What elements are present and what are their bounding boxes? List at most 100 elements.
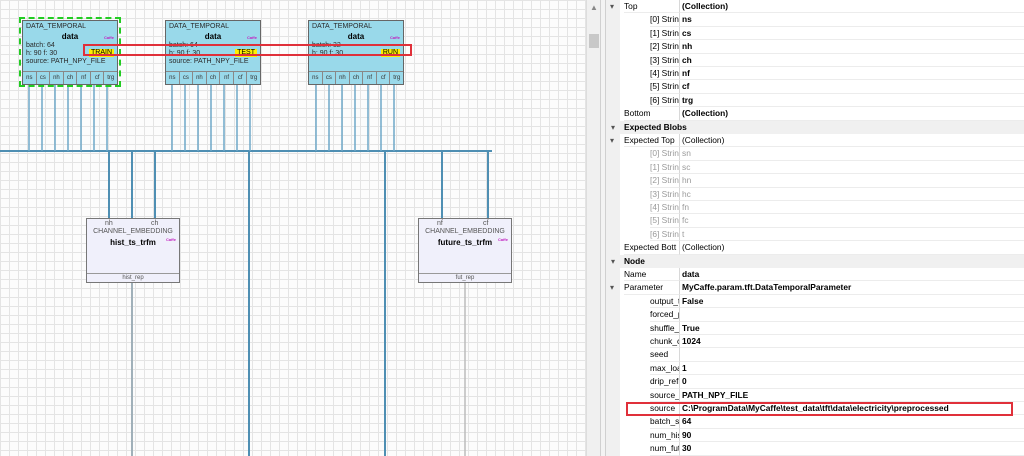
canvas-vertical-scrollbar[interactable]: ▲ [586,0,600,456]
property-value[interactable]: (Collection) [679,134,1024,148]
property-value[interactable]: 30 [679,442,1024,456]
property-row[interactable]: shuffle_dTrue [606,321,1024,335]
expand-toggle-icon[interactable]: ▾ [606,254,620,268]
top-blob[interactable]: nh [336,72,350,84]
property-row[interactable]: max_load1 [606,361,1024,376]
expand-toggle-icon[interactable] [606,0,620,14]
top-blob[interactable]: cf [234,72,248,84]
property-row[interactable]: [6] Stringtrg [606,93,1024,108]
property-value[interactable]: data [679,268,1024,282]
property-value[interactable]: hc [679,187,1024,201]
property-row[interactable]: [5] Stringcf [606,80,1024,94]
property-row[interactable]: num_futu30 [606,442,1024,456]
property-row[interactable]: [1] Stringcs [606,26,1024,41]
property-value[interactable]: MyCaffe.param.tft.DataTemporalParameter [679,281,1024,295]
expand-toggle-icon[interactable]: ▾ [610,283,615,293]
top-blob[interactable]: trg [250,75,258,81]
property-row[interactable]: [4] Stringnf [606,67,1024,81]
top-blob[interactable]: ns [166,72,180,84]
panel-splitter[interactable] [600,0,606,456]
property-row[interactable]: chunk_cc1024 [606,335,1024,349]
property-value[interactable]: (Collection) [679,241,1024,255]
top-blob[interactable]: nh [193,72,207,84]
property-value[interactable]: 90 [679,428,1024,443]
scroll-up-icon[interactable]: ▲ [590,3,598,12]
top-blob[interactable]: nf [220,72,234,84]
property-row[interactable]: [4] Stringfn [606,201,1024,215]
property-row[interactable]: Bottom(Collection) [606,107,1024,121]
property-value[interactable]: 0 [679,375,1024,389]
property-row[interactable]: drip_refre0 [606,375,1024,389]
property-category[interactable]: ▾Expected Blobs [606,120,1024,134]
property-row[interactable]: [0] Stringsn [606,147,1024,161]
property-value[interactable]: sn [679,147,1024,161]
property-row[interactable]: [6] Stringt [606,227,1024,242]
top-blob[interactable]: cs [37,72,51,84]
property-category[interactable]: ▾Node [606,254,1024,268]
property-row[interactable]: [1] Stringsc [606,160,1024,175]
property-row[interactable]: num_hist90 [606,428,1024,443]
top-blob[interactable]: ns [23,72,37,84]
property-row[interactable]: Expected Bott(Collection) [606,241,1024,255]
top-blob[interactable]: ch [64,72,78,84]
top-blob[interactable]: cf [91,72,105,84]
top-blob[interactable]: trg [107,75,115,81]
property-value[interactable]: ns [679,13,1024,27]
expand-toggle-icon[interactable] [606,134,620,148]
property-value[interactable]: hn [679,174,1024,188]
embedding-layer-future[interactable]: nf cf CHANNEL_EMBEDDING Caffe future_ts_… [418,218,512,283]
property-value[interactable]: 1 [679,361,1024,376]
property-row[interactable]: ▾Top(Collection) [606,0,1024,14]
property-value[interactable]: fc [679,214,1024,228]
embedding-layer-hist[interactable]: nh ch CHANNEL_EMBEDDING Caffe hist_ts_tr… [86,218,180,283]
property-value[interactable]: t [679,227,1024,242]
top-blob[interactable]: cs [323,72,337,84]
property-row[interactable]: [5] Stringfc [606,214,1024,228]
property-value[interactable] [679,308,1024,322]
property-row[interactable]: batch_siz64 [606,415,1024,429]
top-blob[interactable]: ch [350,72,364,84]
property-row[interactable]: [2] Stringnh [606,40,1024,54]
property-value[interactable]: nf [679,67,1024,81]
property-value[interactable]: ch [679,53,1024,67]
top-blob[interactable]: nf [77,72,91,84]
property-value[interactable]: 1024 [679,335,1024,349]
top-blob[interactable]: trg [393,75,401,81]
property-value[interactable] [679,348,1024,362]
property-value[interactable]: False [679,294,1024,309]
property-value[interactable]: (Collection) [679,0,1024,14]
expand-toggle-icon[interactable] [606,281,620,295]
property-value[interactable]: cs [679,26,1024,41]
property-value[interactable]: sc [679,160,1024,175]
data-layer-train[interactable]: DATA_TEMPORAL data Caffe batch: 64 h: 90… [22,20,118,85]
property-value[interactable]: True [679,321,1024,335]
property-value[interactable]: trg [679,93,1024,108]
property-value[interactable]: cf [679,80,1024,94]
property-value[interactable]: fn [679,201,1024,215]
property-row[interactable]: [0] Stringns [606,13,1024,27]
scrollbar-thumb[interactable] [589,34,599,48]
expand-toggle-icon[interactable]: ▾ [610,136,615,145]
expand-toggle-icon[interactable]: ▾ [610,2,615,11]
property-row[interactable]: output_taFalse [606,294,1024,309]
property-row[interactable]: [2] Stringhn [606,174,1024,188]
property-row[interactable]: ▾Expected Top(Collection) [606,134,1024,148]
expand-toggle-icon[interactable]: ▾ [606,120,620,134]
model-designer-canvas[interactable]: DATA_TEMPORAL data Caffe batch: 64 h: 90… [0,0,586,456]
property-row[interactable]: [3] Stringch [606,53,1024,67]
property-value[interactable]: PATH_NPY_FILE [679,388,1024,402]
top-blob[interactable]: ns [309,72,323,84]
property-row[interactable]: seed [606,348,1024,362]
property-row[interactable]: [3] Stringhc [606,187,1024,201]
property-row[interactable]: forced_p [606,308,1024,322]
property-value[interactable]: nh [679,40,1024,54]
top-blob[interactable]: ch [207,72,221,84]
property-value[interactable]: 64 [679,415,1024,429]
property-value[interactable]: (Collection) [679,107,1024,121]
top-blob[interactable]: cf [377,72,391,84]
top-blob[interactable]: cs [180,72,194,84]
top-blob[interactable]: nh [50,72,64,84]
